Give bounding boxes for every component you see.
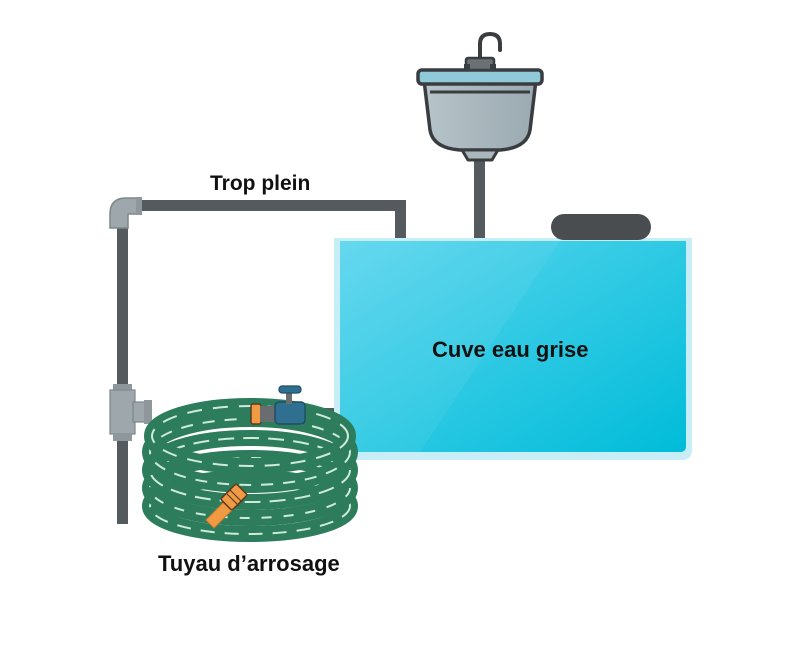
pipe-elbow-icon [109,197,142,229]
pipe-tee-icon [109,384,152,441]
tank-lid [551,214,651,240]
nozzle-icon [205,483,248,529]
tank-label: Cuve eau grise [432,337,589,362]
garden-hose-icon [142,398,358,542]
hose-label: Tuyau d’arrosage [158,551,340,576]
overflow-label: Trop plein [210,172,311,195]
faucet-icon [464,31,502,72]
greywater-tank [334,238,692,460]
sink-icon [416,68,544,162]
sink-drain-pipe [474,160,485,240]
valve-icon [250,385,306,425]
overflow-pipe [117,200,406,524]
